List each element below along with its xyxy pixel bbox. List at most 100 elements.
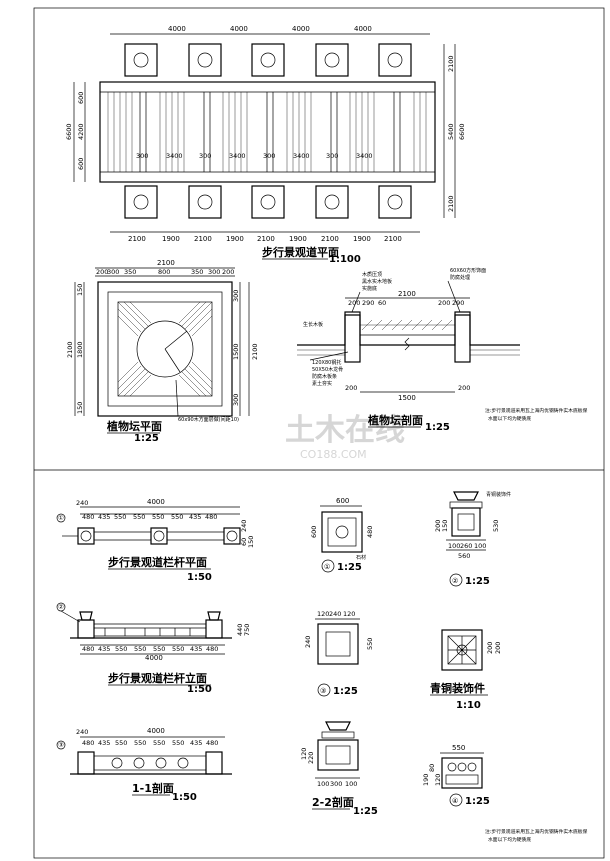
rail-post-left — [77, 527, 95, 545]
note-bottom-b: 水面以下均为硬质底 — [488, 836, 531, 843]
dim-s22-l2: 220 — [307, 752, 315, 764]
dim-sec-br: 200 — [458, 384, 470, 392]
dim-sec-d: 200 — [438, 299, 450, 307]
dim-sec-e: 290 — [452, 299, 464, 307]
dim-plan-top-2: 4000 — [230, 25, 248, 33]
d3-num: ③ — [320, 687, 326, 695]
callout-sec-9: 防腐木板条 — [312, 373, 337, 380]
d2-mark — [449, 573, 463, 587]
bed-outer — [97, 281, 233, 417]
dim-rail-elev-7: 435 — [190, 645, 202, 653]
d1-num: ① — [324, 563, 330, 571]
detail-2: 青铜装饰件 530 150 200 100 260 100 560 ② 1:25 — [434, 491, 511, 587]
watermark: 土木在线 CO188.COM — [285, 413, 405, 461]
d3-scale: 1:25 — [333, 686, 358, 697]
dim-d2-total: 560 — [458, 552, 470, 560]
title-s22: 2-2剖面 — [312, 795, 354, 809]
dim-s22-w2: 300 — [330, 780, 342, 788]
dim-plan-bottom-9: 2100 — [384, 235, 402, 243]
dim-plan-left-2: 600 — [77, 92, 85, 104]
dim-plan-top-1: 4000 — [168, 25, 186, 33]
dim-d3-c: 120 — [343, 610, 355, 618]
scale-promenade-plan: 1:100 — [329, 254, 361, 265]
bed-core — [117, 301, 213, 397]
planter-box — [378, 185, 412, 219]
note-top-a: 注:步行景观道采用瓦上海内优钢铸件实木底板保 — [485, 407, 588, 414]
dim-d1-right: 480 — [366, 526, 374, 538]
dim-rail-plan-r1: 60 — [240, 538, 248, 546]
dim-bed-top-f: 300 — [208, 268, 220, 276]
section-mark-3 — [56, 740, 66, 750]
s22-body — [317, 739, 359, 771]
callout-sec-10: 素土夯实 — [312, 380, 332, 387]
dim-rail-plan-1: 480 — [82, 513, 94, 521]
planter-row-top — [124, 43, 412, 77]
d1-outer — [321, 511, 363, 553]
dim-bed-top-g: 200 — [222, 268, 234, 276]
dim-rail-elev-3: 550 — [115, 645, 127, 653]
dim-rail-plan-5: 550 — [152, 513, 164, 521]
section-wall-left — [344, 311, 361, 363]
scale-bronze: 1:10 — [456, 700, 481, 711]
planter-box — [124, 43, 158, 77]
dim-rail-elev-5: 550 — [153, 645, 165, 653]
dim-d3-b: 240 — [329, 610, 341, 618]
dim-rail-sec-3: 550 — [115, 739, 127, 747]
title-promenade-plan: 步行景观道平面 — [262, 245, 339, 259]
dim-bronze-b: 200 — [494, 642, 502, 654]
label-d1: 石材 — [356, 554, 366, 561]
scale-rail-elev: 1:50 — [187, 684, 212, 695]
dim-d2-w1: 100 — [448, 542, 460, 550]
dim-bed-left-b: 1800 — [76, 341, 84, 358]
dim-bronze-a: 200 — [486, 642, 494, 654]
dim-plan-bottom-3: 2100 — [194, 235, 212, 243]
planter-box — [315, 185, 349, 219]
dim-d2-w3: 100 — [474, 542, 486, 550]
d4-num: ④ — [452, 797, 458, 805]
tree-pit-circle — [136, 320, 194, 378]
title-rail-elev: 步行景观道栏杆立面 — [108, 671, 207, 685]
section-wall-right — [454, 311, 471, 363]
rail-post-mid — [150, 527, 168, 545]
d4-outer — [441, 757, 483, 789]
scale-rail-plan: 1:50 — [187, 572, 212, 583]
dim-bed-left-d: 150 — [76, 402, 84, 414]
planter-box — [188, 185, 222, 219]
planter-bed-section: 2100 200 290 60 200 290 木质压顶 黑水实木地板 实施底 … — [297, 267, 588, 433]
label-bed-plan: 60x90木方面层做(间距10) — [178, 416, 239, 423]
dim-plan-bottom-4: 1900 — [226, 235, 244, 243]
dim-bed-top-a: 200 — [96, 268, 108, 276]
d2-num: ② — [452, 577, 458, 585]
dim-plan-left-3: 4200 — [77, 123, 85, 140]
dim-d4-top: 550 — [452, 744, 465, 752]
urn-right — [207, 611, 221, 621]
dim-sec-total: 2100 — [398, 290, 416, 298]
dim-s22-w3: 100 — [345, 780, 357, 788]
dim-sec-c: 60 — [378, 299, 386, 307]
section-1-1: 240 4000 480 435 550 550 550 550 435 480… — [56, 727, 232, 803]
dim-bed-right-d: 2100 — [251, 343, 259, 360]
dim-plan-right-3: 6600 — [458, 123, 466, 140]
dim-rail-elev-1: 480 — [82, 645, 94, 653]
dim-rail-plan-4: 550 — [133, 513, 145, 521]
callout-sec-4: 生长木板 — [303, 321, 323, 328]
callout-sec-6: 防腐处理 — [450, 274, 470, 281]
sheet-border — [33, 7, 605, 859]
dim-plan-bottom-6: 1900 — [289, 235, 307, 243]
dim-rail-plan-6: 550 — [171, 513, 183, 521]
dim-d3-right: 550 — [366, 638, 374, 650]
scale-bed-plan: 1:25 — [134, 433, 159, 444]
dim-bed-left-a: 150 — [76, 284, 84, 296]
planter-box — [251, 185, 285, 219]
dim-d3-a: 120 — [317, 610, 329, 618]
walkway-deck — [99, 81, 436, 183]
dim-plan-bottom-7: 2100 — [321, 235, 339, 243]
dim-plan-inner-8: 3400 — [356, 152, 373, 160]
dim-d1-left: 600 — [310, 526, 318, 538]
planter-box — [124, 185, 158, 219]
dim-d2-h1: 530 — [492, 520, 500, 532]
callout-sec-1: 木质压顶 — [362, 271, 382, 278]
title-bed-section: 植物坛剖面 — [367, 413, 423, 427]
post-left-elev — [77, 619, 95, 639]
dim-d2-w2: 260 — [460, 542, 472, 550]
